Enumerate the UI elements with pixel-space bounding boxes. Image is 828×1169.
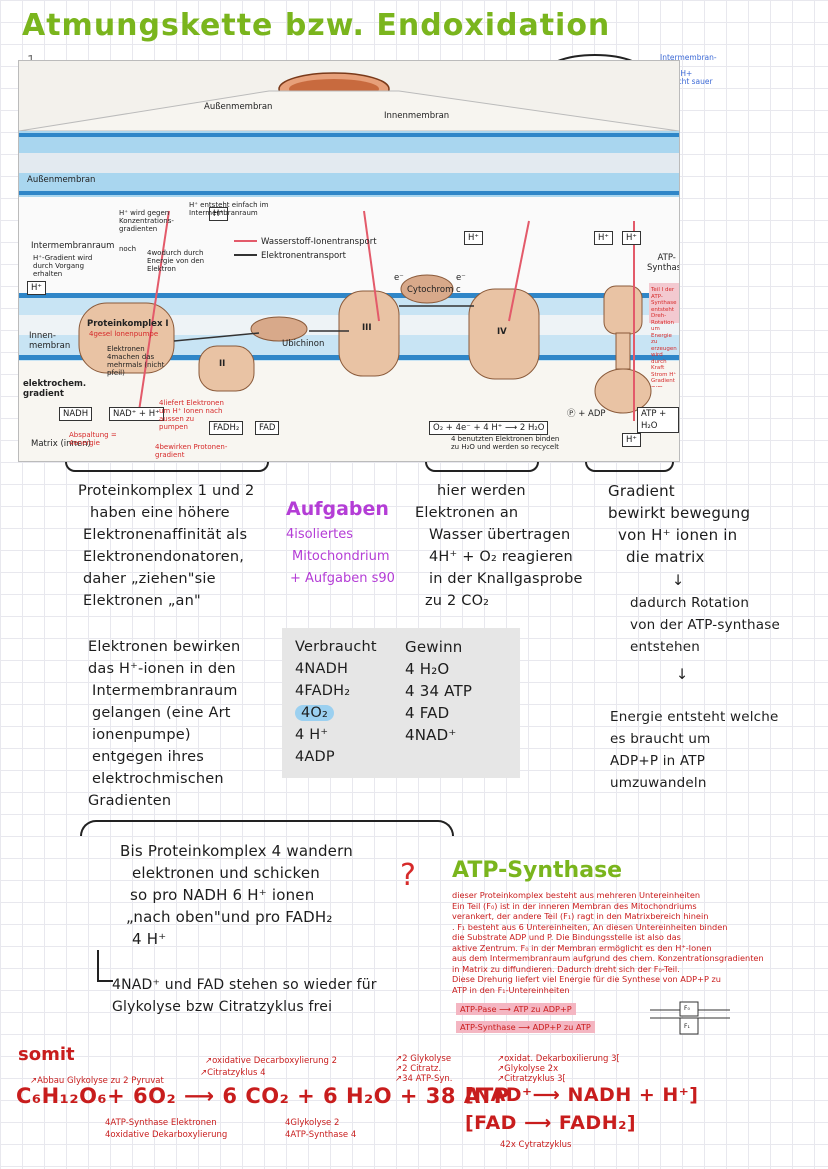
aufgaben-list: 4isoliertes Mitochondrium + Aufgaben s90	[286, 527, 395, 586]
fad-box: FAD	[255, 421, 280, 435]
note-oxdec3: ↗oxidat. Dekarboxilierung 3[	[497, 1054, 620, 1064]
col4-text-2: dadurch Rotation von der ATP-synthase en…	[630, 595, 781, 655]
complex-1-note: 4gesel lonenpumpe	[89, 330, 159, 338]
h-plus-box-5: H⁺	[622, 433, 641, 447]
note-abbau: ↗Abbau Glykolyse zu 2 Pyruvat	[30, 1076, 164, 1086]
note-wodurch: 4wodurch durch Energie von den Elektron	[147, 249, 205, 273]
note-bewirken: 4bewirken Protonen-gradient	[155, 443, 228, 459]
o2-highlight: 4O₂	[295, 705, 335, 721]
complex-1-label: Proteinkomplex I	[87, 319, 169, 329]
note-citrat3: ↗Citratzyklus 3[	[497, 1074, 566, 1084]
legend-h-transport: Wasserstoff-Ionentransport	[261, 237, 377, 247]
reaction-equation: C₆H₁₂O₆+ 6O₂ ⟶ 6 CO₂ + 6 H₂O + 38 ATP	[16, 1084, 510, 1108]
brace-3	[585, 462, 674, 472]
respiratory-chain-diagram: Außenmembran Innenmembran Außenmembran I…	[18, 60, 680, 462]
note-34atp: ↗34 ATP-Syn.	[395, 1074, 453, 1084]
note-h-gradient: H⁺ wird gegen Konzentrations-gradienten	[119, 209, 174, 233]
note-glyk2: ↗2 Glykolyse	[395, 1054, 452, 1064]
note-citratz2: ↗2 Citratz.	[395, 1064, 442, 1074]
atp-synthase-line: ATP-Synthase ⟶ ADP+P zu ATP	[456, 1021, 595, 1033]
h-plus-box-4: H⁺	[209, 207, 228, 221]
col4-text-3: Energie entsteht welche es braucht um AD…	[610, 709, 779, 791]
matrix-label: Matrix (innen)	[31, 439, 91, 449]
electron-label-2: e⁻	[456, 273, 466, 283]
f1-label: F₁	[684, 1023, 690, 1030]
note-h2o: 4 benutzten Elektronen binden zu H₂O und…	[451, 435, 560, 451]
legend-e-transport: Elektronentransport	[261, 251, 347, 261]
note-atp-right: Teil I der ATP-Synthase entsteht Dreh-Ro…	[651, 287, 677, 387]
fadh2-box: FADH₂	[209, 421, 244, 435]
fad-equation: [FAD ⟶ FADH₂]	[465, 1112, 637, 1134]
note-oxdec: ↗oxidative Decarboxylierung 2	[205, 1056, 337, 1066]
note-atp-el: 4ATP-Synthase Elektronen	[105, 1118, 217, 1128]
somit-label: somit	[18, 1044, 75, 1065]
nad-equation: [NAD⁺⟶ NADH + H⁺]	[465, 1084, 699, 1106]
page-title: Atmungskette bzw. Endoxidation	[22, 8, 611, 43]
col4-text: Gradient bewirkt bewegung von H⁺ ionen i…	[608, 482, 751, 566]
atp-synthase-label: ATP- Synthase	[647, 253, 679, 273]
panel-used: Verbraucht 4NADH 4FADH₂ 4O₂ 4 H⁺ 4ADP	[295, 639, 377, 765]
f0-label: F₀	[684, 1005, 690, 1012]
panel-gain: Gewinn 4 H₂O 4 34 ATP 4 FAD 4NAD⁺	[405, 638, 473, 744]
complex-4-label: IV	[497, 327, 507, 337]
h-plus-box-2: H⁺	[594, 231, 613, 245]
aufgaben-title: Aufgaben	[286, 498, 389, 520]
note-entsteht: H⁺ entsteht einfach im Intermembranraum	[189, 201, 269, 217]
intermembrane-label: Intermembranraum	[31, 241, 115, 251]
question-mark: ?	[400, 858, 416, 893]
middle-bottom: 4NAD⁺ und FAD stehen so wieder für Glyko…	[112, 977, 377, 1015]
inner-membrane-label: Innen- membran	[29, 331, 71, 351]
col4-arrow-2: ↓	[676, 667, 689, 683]
col3-text: hier werden Elektronen an Wasser übertra…	[415, 483, 583, 609]
note-cytratz: 42x Cytratzyklus	[500, 1140, 572, 1150]
note-elgrad: elektrochem. gradient	[23, 379, 87, 399]
nad-h-box: NAD⁺ + H⁺	[109, 407, 164, 421]
outer-membrane-label-top: Außenmembran	[204, 102, 273, 112]
note-oxdec-below: 4oxidative Dekarboxylierung	[105, 1130, 228, 1140]
summary-panel	[282, 628, 520, 778]
atp-h2o-box: ATP + H₂O	[637, 407, 679, 433]
h-plus-box-1: H⁺	[464, 231, 483, 245]
complex-2-label: II	[219, 359, 226, 369]
brace-long	[80, 820, 454, 836]
col1-text: Proteinkomplex 1 und 2 haben eine höhere…	[78, 483, 255, 609]
nadh-box: NADH	[59, 407, 93, 421]
note-citrat: ↗Citratzyklus 4	[200, 1068, 266, 1078]
note-gradient-left: H⁺-Gradient wird durch Vorgang erhalten	[33, 254, 93, 278]
note-electrons: Elektronen 4machen das mehrmals (nicht p…	[107, 345, 165, 377]
electron-label-1: e⁻	[394, 273, 404, 283]
note-atpsyn-below: 4ATP-Synthase 4	[285, 1130, 357, 1140]
cytochrom-label: Cytochrom c	[407, 285, 461, 295]
col4-arrow-1: ↓	[672, 573, 685, 589]
inner-membrane-label-top: Innenmembran	[384, 111, 450, 121]
col1b-text: Elektronen bewirken das H⁺-ionen in den …	[88, 639, 241, 809]
h-plus-box-3: H⁺	[622, 231, 641, 245]
note-glyk-below: 4Glykolyse 2	[285, 1118, 340, 1128]
note-glyk2x: ↗Glykolyse 2x	[497, 1064, 559, 1074]
brace-2	[425, 462, 539, 472]
p-adp-label: Ⓟ + ADP	[567, 409, 606, 419]
note-liefert: 4liefert Elektronen um H⁺ Ionen nach aus…	[159, 399, 224, 431]
bracket-line	[97, 950, 113, 982]
middle-text: Bis Proteinkomplex 4 wandern elektronen …	[120, 842, 353, 948]
note-abspaltung: Abspaltung = 4energie	[69, 431, 117, 447]
atp-synthase-text: dieser Proteinkomplex besteht aus mehrer…	[452, 890, 764, 995]
atp-synthase-sketch	[650, 1001, 730, 1035]
diagram-drawing	[19, 72, 679, 461]
outer-membrane-label: Außenmembran	[27, 175, 96, 185]
ubichinon-label: Ubichinon	[282, 339, 325, 349]
note-noch: noch	[119, 245, 137, 253]
h-plus-box-6: H⁺	[27, 281, 46, 295]
atpase-line: ATP-Pase ⟶ ATP zu ADP+P	[456, 1003, 576, 1015]
complex-3-label: III	[362, 323, 372, 333]
water-equation-box: O₂ + 4e⁻ + 4 H⁺ ⟶ 2 H₂O	[429, 421, 549, 435]
brace-1	[65, 462, 269, 472]
atp-synthase-title: ATP-Synthase	[452, 858, 623, 883]
